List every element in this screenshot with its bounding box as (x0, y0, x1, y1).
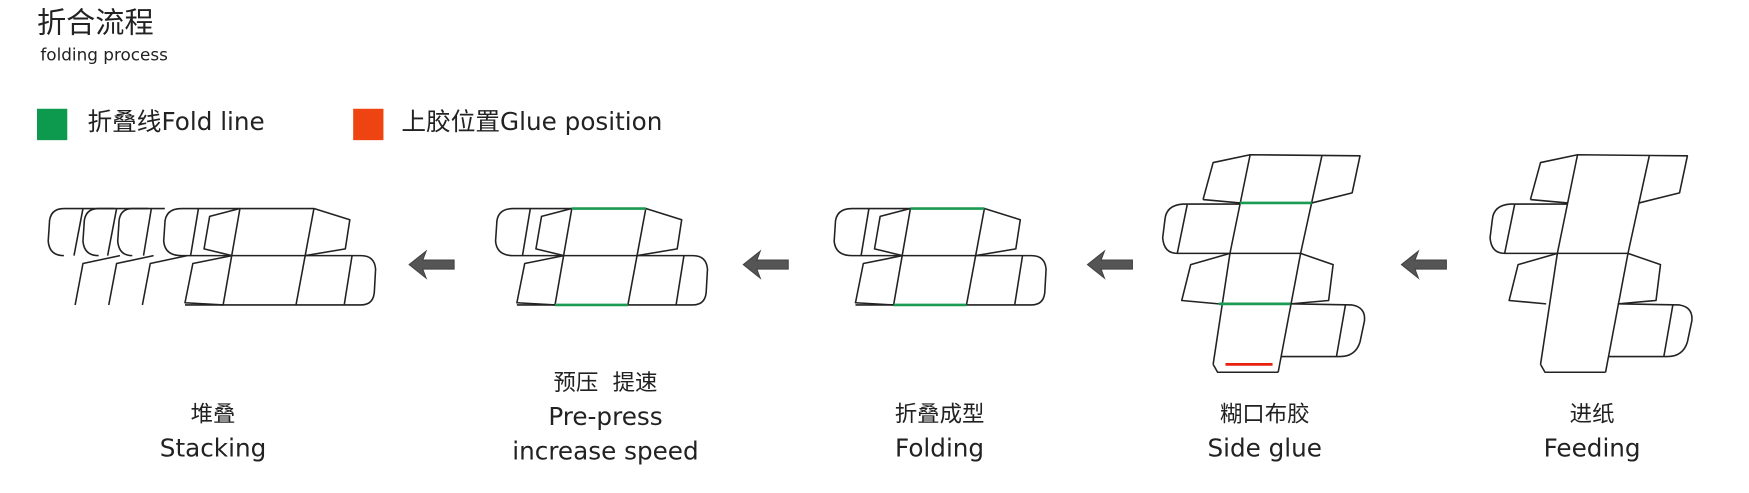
step-pre-press: 预压 提速 Pre-press increase speed (460, 366, 752, 470)
step-label-en-2: increase speed (512, 438, 699, 467)
step-label-cn: 堆叠 (190, 400, 236, 428)
legend-fold-line: 折叠线Fold line (87, 108, 265, 137)
step-label-en: Folding (895, 435, 985, 464)
arrow-left-icon (1086, 249, 1133, 280)
legend-glue-position: 上胶位置Glue position (401, 108, 663, 137)
step-label-en: Pre-press (548, 403, 663, 432)
step-side-glue: 糊口布胶 Side glue (1119, 397, 1411, 467)
folding-drawing (833, 207, 1047, 307)
step-label-cn: 折叠成型 (894, 400, 985, 428)
arrow-left-icon (1400, 249, 1447, 280)
step-label-cn: 进纸 (1569, 400, 1615, 428)
step-label-en: Side glue (1207, 435, 1322, 464)
step-stacking: 堆叠 Stacking (67, 397, 359, 467)
arrow-left-icon (742, 249, 789, 280)
arrow-left-icon (408, 249, 455, 280)
step-folding: 折叠成型 Folding (794, 397, 1086, 467)
page-subtitle: folding process (40, 44, 168, 66)
step-label-en: Feeding (1543, 435, 1641, 464)
page-title: 折合流程 (36, 6, 154, 41)
fold-line-swatch (36, 108, 68, 141)
step-label-cn: 预压 提速 (553, 368, 658, 396)
side-glue-drawing (1161, 153, 1366, 374)
glue-position-swatch (353, 108, 384, 141)
step-label-en: Stacking (159, 435, 267, 464)
feeding-blank-drawing (1489, 153, 1693, 374)
pre-press-drawing (494, 207, 709, 307)
step-feeding: 进纸 Feeding (1446, 397, 1738, 467)
stacking-drawing (47, 207, 377, 306)
step-label-cn: 糊口布胶 (1219, 400, 1310, 428)
